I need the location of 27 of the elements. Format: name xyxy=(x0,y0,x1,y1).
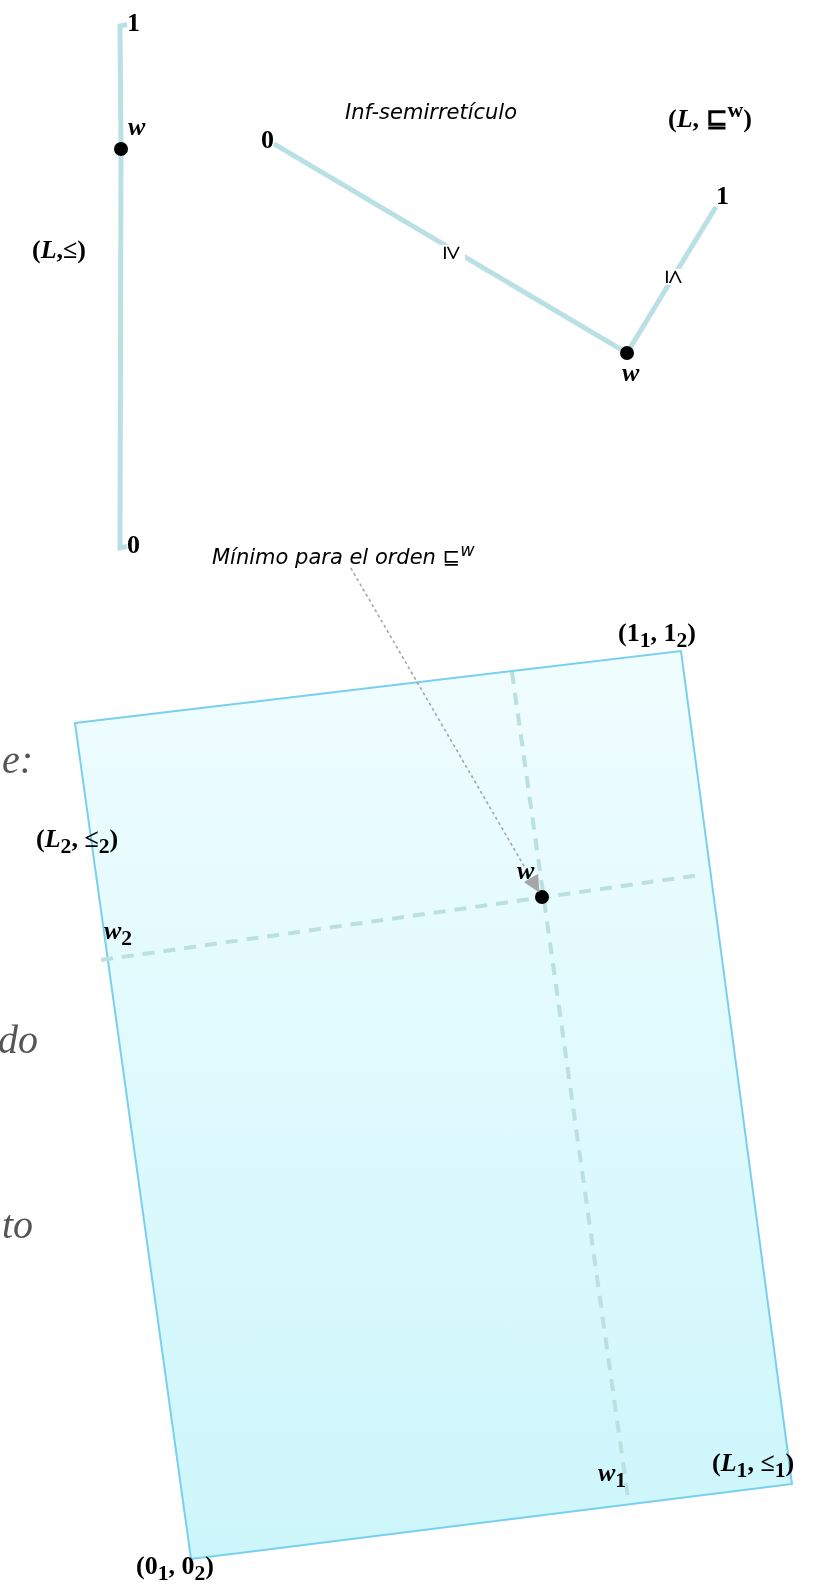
structure-caption: Inf-semirretículo xyxy=(345,102,518,123)
edge-label: ≥ xyxy=(439,244,466,262)
top-element-label: 1 xyxy=(127,10,140,36)
lattice-line xyxy=(117,156,128,552)
cut-off-text: to xyxy=(2,1205,34,1245)
point-label: w xyxy=(622,360,640,386)
top-element-label: 1 xyxy=(716,183,729,209)
point-label: w$_{2}$ xyxy=(104,918,133,950)
point-label: w$_{1}$ xyxy=(598,1460,627,1492)
lattice-line xyxy=(117,22,128,142)
structure-label: (L,≤) xyxy=(32,237,86,263)
corner-label: (0$_{1}$, 0$_{2}$) xyxy=(136,1553,214,1585)
lattice-line xyxy=(272,141,623,352)
structure-label: (L$_{1}$, ≤$_{1}$) xyxy=(712,1450,795,1482)
cut-off-text: e: xyxy=(2,740,34,780)
point-dot xyxy=(620,346,634,360)
point-label: w xyxy=(128,114,146,140)
leader-arrow xyxy=(350,567,540,893)
structure-label: (L$_{2}$, ≤$_{2}$) xyxy=(36,826,119,858)
structure-label: (L, ⊑$^{w}$) xyxy=(668,100,752,132)
lattice-line xyxy=(628,205,719,349)
corner-label: (1$_{1}$, 1$_{2}$) xyxy=(618,620,696,652)
annotation-text: Mínimo para el orden ⊑$^{w}$ xyxy=(212,542,475,568)
bottom-element-label: 0 xyxy=(261,127,274,153)
point-label: w xyxy=(517,858,535,884)
point-dot xyxy=(114,142,128,156)
bottom-element-label: 0 xyxy=(127,532,140,558)
